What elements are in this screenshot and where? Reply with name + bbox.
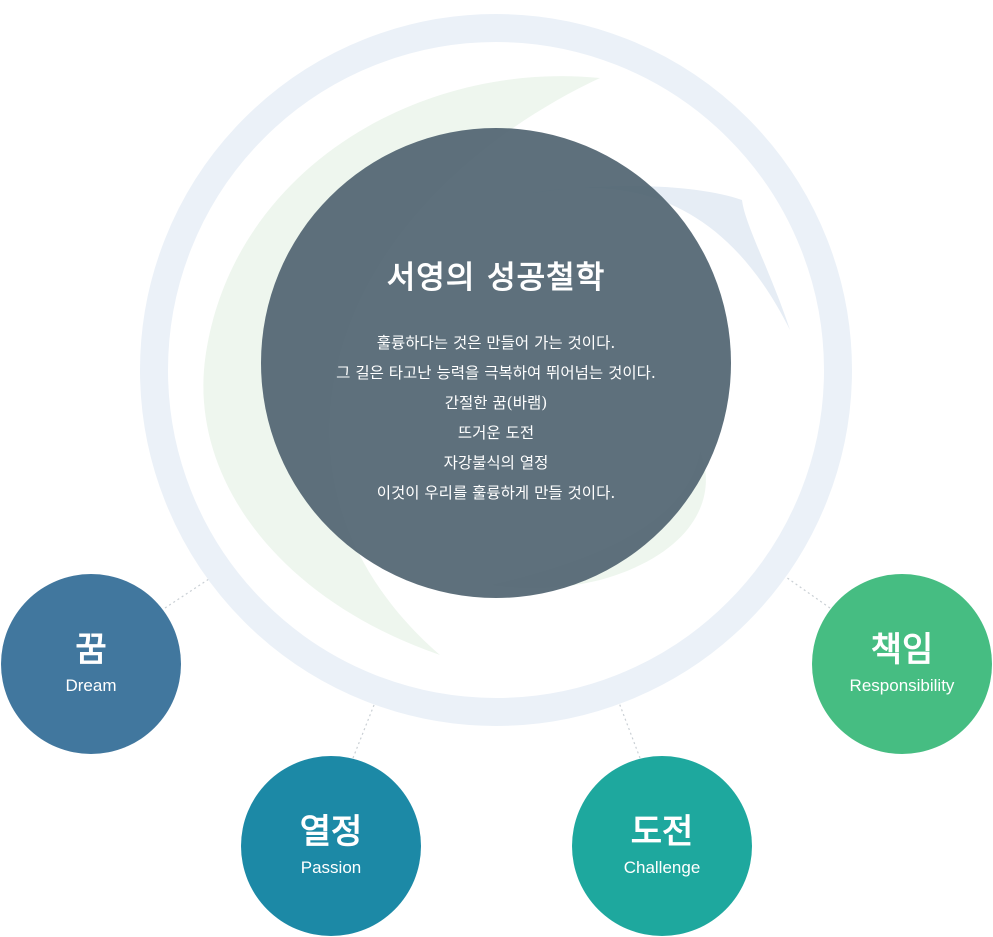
center-line: 뜨거운 도전: [457, 424, 535, 442]
node-passion-ko: 열정: [299, 812, 363, 852]
node-responsibility: 책임 Responsibility: [812, 574, 992, 754]
center-line: 이것이 우리를 훌륭하게 만들 것이다.: [376, 484, 616, 502]
node-challenge-en: Challenge: [623, 858, 701, 877]
connector-challenge: [617, 699, 641, 759]
connector-dream: [164, 574, 216, 609]
connector-passion: [352, 699, 377, 759]
node-responsibility-ko: 책임: [870, 630, 934, 670]
logo-swoosh-blue: [520, 185, 790, 330]
node-responsibility-en: Responsibility: [849, 676, 955, 695]
center-line: 간절한 꿈(바램): [444, 394, 548, 412]
connector-responsibility: [782, 574, 831, 609]
center-line: 자강불식의 열정: [443, 454, 549, 472]
outer-ring: [140, 14, 852, 726]
center-line: 훌륭하다는 것은 만들어 가는 것이다.: [376, 334, 616, 352]
logo-swoosh-green: [203, 76, 600, 656]
node-passion-en: Passion: [300, 858, 362, 877]
node-dream-ko: 꿈: [75, 630, 107, 670]
node-dream: 꿈 Dream: [1, 574, 181, 754]
node-passion: 열정 Passion: [241, 756, 421, 936]
center-title: 서영의 성공철학: [386, 260, 606, 296]
center-text: 훌륭하다는 것은 만들어 가는 것이다. 그 길은 타고난 능력을 극복하여 뛰…: [281, 328, 711, 508]
center-line: 그 길은 타고난 능력을 극복하여 뛰어넘는 것이다.: [336, 364, 656, 382]
center-circle: 서영의 성공철학 훌륭하다는 것은 만들어 가는 것이다. 그 길은 타고난 능…: [261, 128, 731, 598]
node-challenge: 도전 Challenge: [572, 756, 752, 936]
logo-swoosh-green-lower: [490, 450, 706, 589]
node-dream-en: Dream: [65, 676, 117, 695]
node-challenge-ko: 도전: [630, 812, 694, 852]
